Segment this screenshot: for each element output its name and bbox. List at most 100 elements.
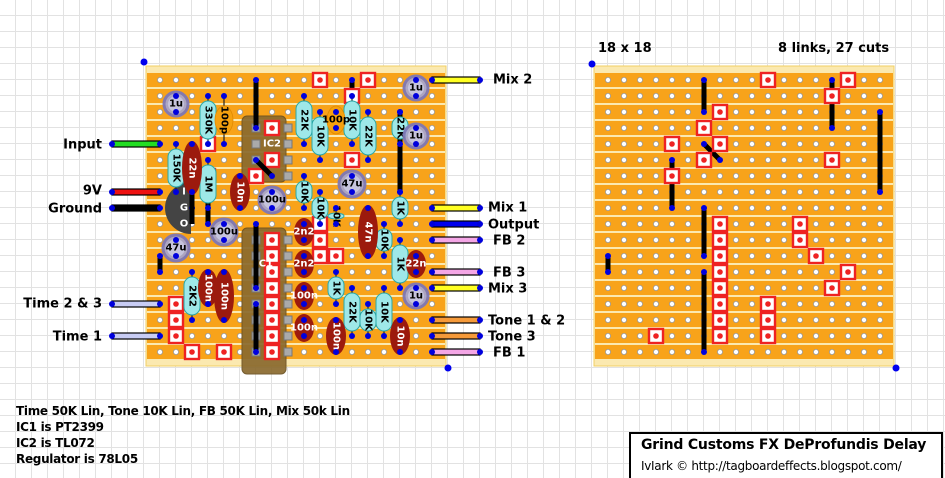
solder-point [381,253,387,259]
solder-point [109,333,115,339]
film-capacitor [358,205,378,259]
hole [605,332,612,339]
hole [813,93,820,100]
solder-point [413,253,419,259]
hole [765,220,772,227]
hole [621,188,628,195]
hole [380,156,387,163]
hole [396,77,403,84]
offboard-label: 9V [83,184,102,199]
solder-point [701,253,707,259]
note-ic1: IC1 is PT2399 [16,420,104,434]
hole [653,284,660,291]
cut-dot [717,221,723,227]
electrolytic-top [215,223,233,241]
hole [605,140,612,147]
hole [813,348,820,355]
hole [797,77,804,84]
hole [637,93,644,100]
component-value: 10K [347,109,358,132]
hole [845,93,852,100]
hole [428,93,435,100]
solder-point [397,285,403,291]
cut-dot [717,333,723,339]
resistor [375,292,393,332]
cut-dot [829,285,835,291]
note-ic2: IC2 is TL072 [16,436,95,450]
hole [621,300,628,307]
hole [653,109,660,116]
hole [781,93,788,100]
hole [621,156,628,163]
solder-point [205,269,211,275]
credit-link[interactable]: IvIark © http://tagboardeffects.blogspot… [641,459,902,473]
hole [797,316,804,323]
resistor [391,196,409,220]
solder-point [397,189,403,195]
hole [829,236,836,243]
hole [637,77,644,84]
hole [172,268,179,275]
hole [781,220,788,227]
component-value: 10n [235,181,246,202]
hole [236,220,243,227]
hole [637,236,644,243]
cut-dot [317,253,323,259]
hole [797,268,804,275]
offboard-wire-9v [111,188,161,196]
hole [621,125,628,132]
solder-point [669,157,675,163]
offboard-wire-time [111,300,161,308]
hole [861,156,868,163]
cut-dot [765,317,771,323]
hole [172,348,179,355]
solder-point [365,205,371,211]
hole [685,156,692,163]
hole [669,77,676,84]
hole [861,109,868,116]
hole [428,125,435,132]
hole [749,125,756,132]
hole [861,300,868,307]
hole [813,204,820,211]
hole [605,93,612,100]
offboard-wire-mix [431,284,481,292]
hole [765,236,772,243]
hole [653,140,660,147]
component-value: 330K [203,106,214,136]
component-value: 1u [409,83,423,94]
hole [877,204,884,211]
component-value: 2n2 [293,259,314,270]
hole [428,172,435,179]
solder-point [301,333,307,339]
offboard-label: Output [488,218,539,233]
hole [813,268,820,275]
solder-point [429,333,435,339]
solder-point [205,205,211,211]
hole [621,109,628,116]
hole [685,125,692,132]
electrolytic-top [263,191,281,209]
solder-point [701,349,707,355]
hole [765,156,772,163]
hole [813,77,820,84]
solder-point [701,269,707,275]
hole [284,93,291,100]
solder-point [477,77,483,83]
hole [621,268,628,275]
hole [204,236,211,243]
hole [749,252,756,259]
solder-point [221,141,227,147]
component-value: 1u [409,131,423,142]
hole [829,268,836,275]
hole [781,236,788,243]
hole [332,188,339,195]
solder-point [333,301,339,307]
cut-dot [253,173,259,179]
hole [797,188,804,195]
hole [877,332,884,339]
hole [765,140,772,147]
hole [829,172,836,179]
hole [316,268,323,275]
